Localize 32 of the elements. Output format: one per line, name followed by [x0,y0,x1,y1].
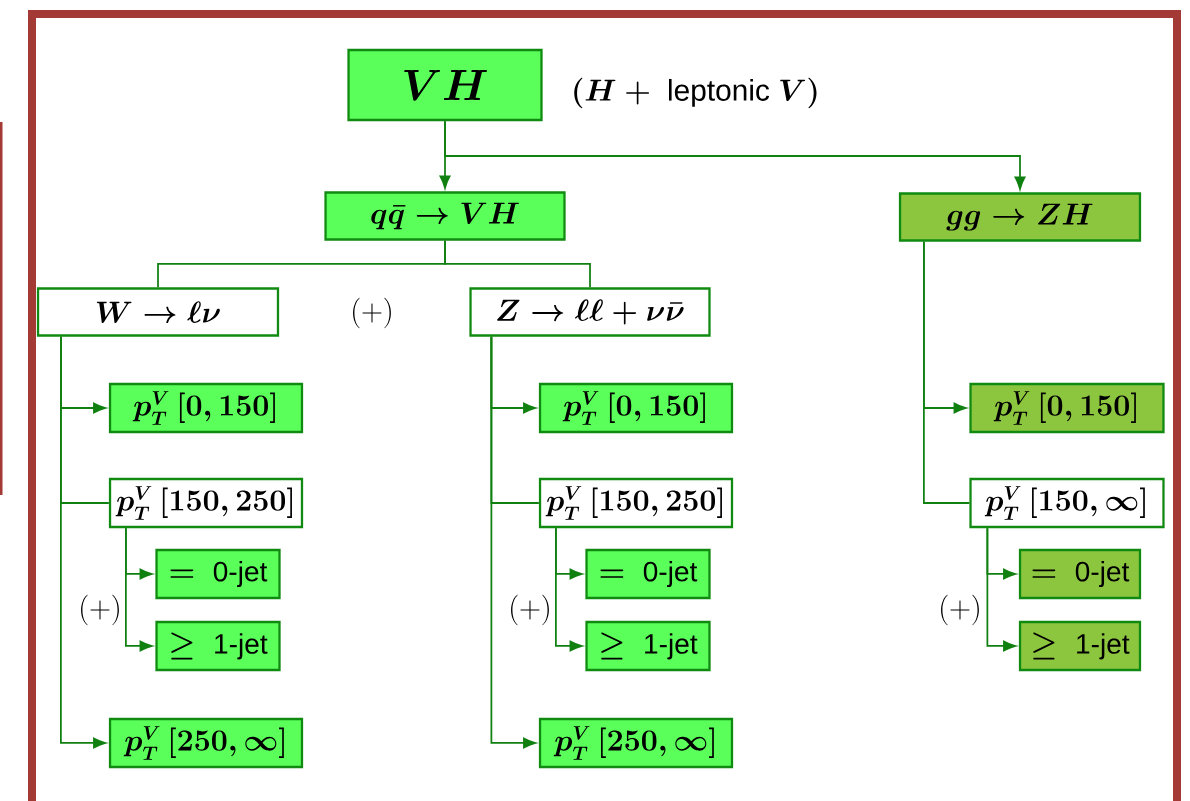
process-box: $p_T^V\,[150,250]$ [538,477,734,529]
process-box: $=\mbox{ 0-jet}$ [585,548,711,600]
process-box: $q\bar{q}\to VH$ [324,191,566,241]
process-box: $\geq\mbox{ 1-jet}$ [585,620,711,672]
arrow [125,527,153,652]
plus-label: $(+)$ [353,297,391,329]
process-box: $Z\to \ell\ell+\nu\bar{\nu}$ [469,287,711,337]
annotation-text: $(H+\mbox{ leptonic }V)$ [574,77,817,109]
process-box: $W\to \ell\nu$ [36,287,280,337]
process-box: $\geq\mbox{ 1-jet}$ [1018,620,1142,672]
connector-line [923,240,971,504]
arrow [555,527,583,652]
plus-label: $(+)$ [511,594,549,626]
connector-line [444,239,591,289]
process-box: $=\mbox{ 0-jet}$ [155,548,281,600]
process-box: $p_T^V\,[150,\infty]$ [969,477,1165,529]
process-box: $\geq\mbox{ 1-jet}$ [155,620,281,672]
process-box: $p_T^V\,[250,\infty]$ [108,717,304,769]
process-box: $p_T^V\,[150,250]$ [108,477,304,529]
arrow [60,335,107,749]
plus-label: $(+)$ [941,594,979,626]
process-box: $p_T^V\,[0,150]$ [538,382,734,434]
plus-label: $(+)$ [81,594,119,626]
arrow [444,120,1026,190]
process-box: $=\mbox{ 0-jet}$ [1018,548,1142,600]
process-box: $p_T^V\,[0,150]$ [969,382,1165,434]
process-box: $p_T^V\,[0,150]$ [108,382,304,434]
arrow [986,527,1017,652]
process-box: $p_T^V\,[250,\infty]$ [538,717,734,769]
process-box: $gg\to ZH$ [898,192,1142,242]
process-box: $VH$ [347,48,543,122]
arrow [490,335,537,749]
